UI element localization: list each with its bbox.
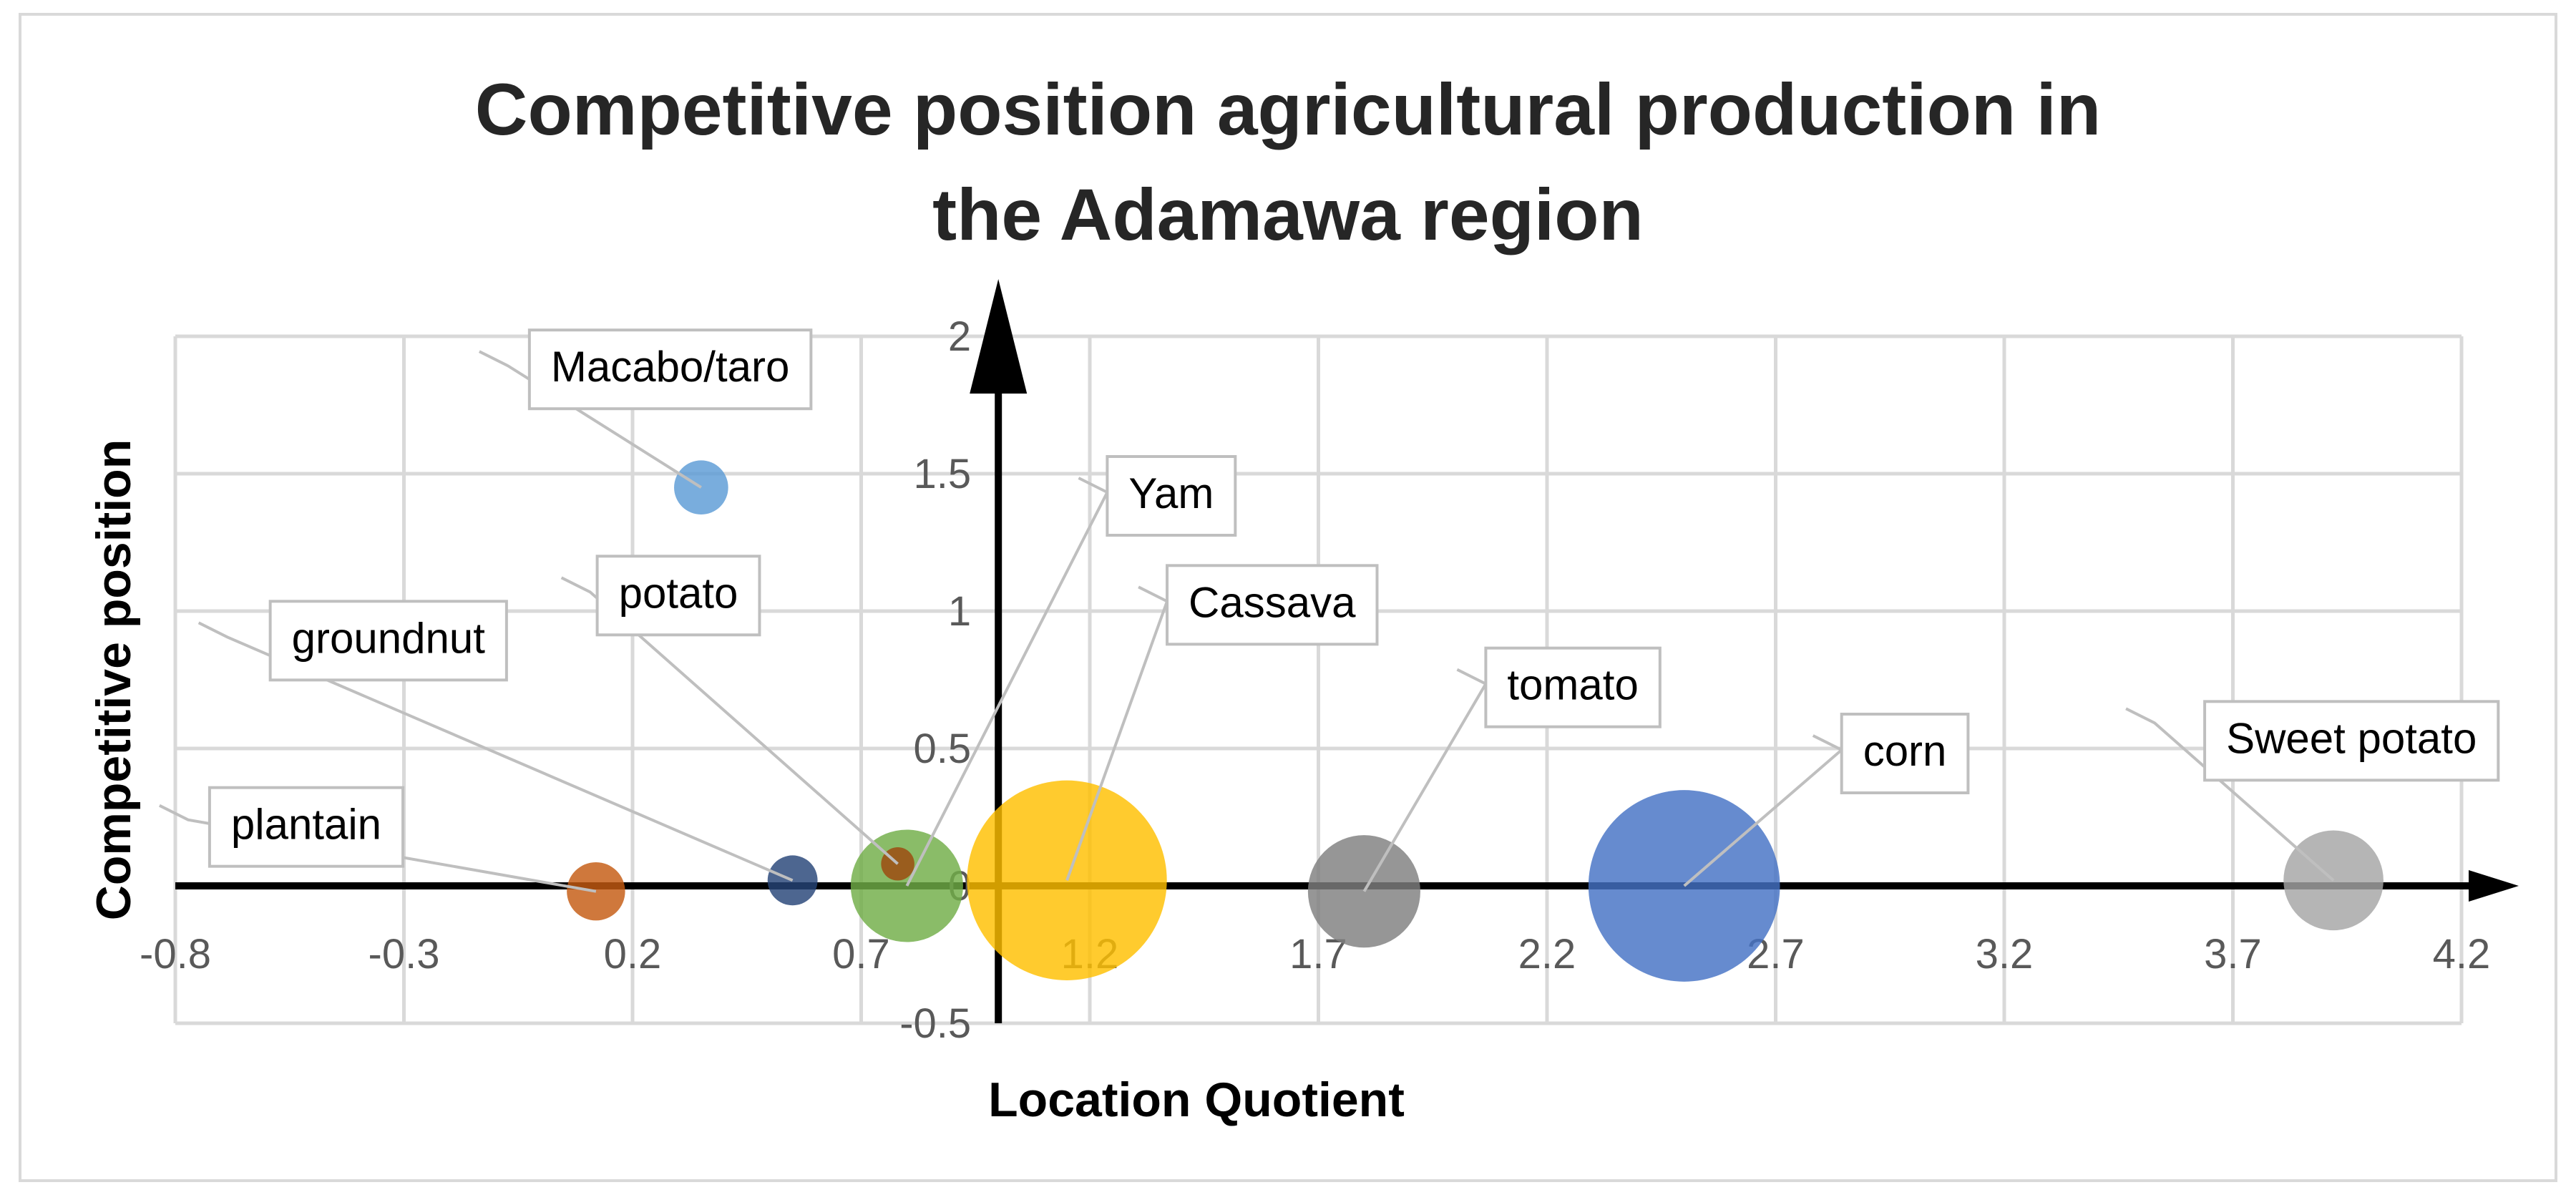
data-label-plantain: plantain [231,801,381,849]
bubble-groundnut [767,855,818,906]
y-tick-label: 1.5 [914,451,972,497]
leader-line-plantain [158,804,597,893]
data-label-sweet-potato: Sweet potato [2226,714,2477,762]
data-label-groundnut: groundnut [292,614,486,662]
x-tick-label: 3.2 [1976,931,2034,977]
x-tick-label: -0.3 [369,931,440,977]
data-label-box-cassava [1166,564,1379,646]
leader-line-macabo-taro [478,350,702,489]
leader-line-groundnut [197,621,794,882]
y-axis-title: Competitive position [87,439,141,920]
y-tick-label: 1 [948,588,971,635]
data-labels: Macabo/taro groundnut potato plantain YamCas… [158,328,2500,893]
data-label-box-potato [595,555,761,637]
y-tick-label: 0.5 [914,726,972,772]
x-tick-label: 3.7 [2204,931,2262,977]
chart-title-line-1: Competitive position agricultural produc… [475,69,2101,150]
data-label-box-groundnut [268,600,508,682]
chart-title-line-2: the Adamawa region [932,174,1644,255]
leader-line-potato [560,576,899,865]
data-label-box-sweet-potato [2203,700,2500,782]
bubble-tomato [1307,835,1420,948]
data-label-box-corn [1840,713,1970,794]
data-label-box-tomato [1484,646,1662,728]
x-tick-label: -0.8 [140,931,211,977]
data-label-yam: Yam [1128,469,1214,517]
x-axis-title: Location Quotient [988,1073,1405,1127]
leader-line-sweet-potato [2125,707,2335,882]
x-tick-label: 0.2 [604,931,662,977]
data-label-macabo-taro: Macabo/taro [551,343,790,391]
y-tick-label: 2 [948,313,971,360]
data-label-potato: potato [619,569,738,617]
x-tick-label: 4.2 [2433,931,2491,977]
x-axis-arrowhead [2469,870,2519,902]
data-label-cassava: Cassava [1189,578,1356,626]
data-label-corn: corn [1863,727,1947,775]
y-axis-arrowhead [970,279,1028,394]
data-label-box-plantain [208,786,405,868]
data-label-box-macabo-taro [527,328,813,411]
x-tick-label: 0.7 [832,931,890,977]
x-tick-label: 2.2 [1518,931,1576,977]
data-label-box-yam [1106,455,1237,537]
y-tick-label: -0.5 [899,1000,971,1047]
data-label-tomato: tomato [1507,661,1638,709]
